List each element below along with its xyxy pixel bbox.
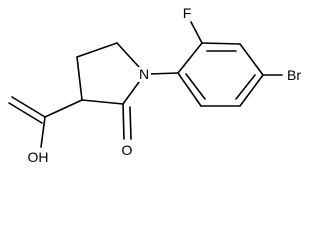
bond-n-aryl [148,72,179,75]
hydroxyl-label: OH [28,149,49,165]
carboxylic-acid-group [8,96,83,148]
nitrogen-atom-label: N [139,66,149,82]
bond-co-double-b [129,106,132,140]
bond-c3-ring [76,56,83,101]
fluorine-atom-label: F [183,5,192,21]
chemical-structure-diagram: N F Br O OH [8,5,302,165]
bond-aryl-c4-c5 [239,74,264,107]
bond-aryl-c2-c3 [201,42,241,45]
atom-labels: N F Br O OH [28,5,302,165]
bond-co-double-a [122,103,125,140]
bond-acid-c-double-o-b [8,102,43,124]
nitrogen-label-bg [137,67,151,82]
pyrrolidinone-ring [76,42,140,105]
bond-ring-top [76,42,118,58]
bond-aryl-c1-c2 [177,42,203,74]
bond-aryl-c3-c4 [239,43,264,76]
bond-acid-c-oh [40,116,46,148]
bromine-atom-label: Br [287,67,301,83]
lactam-carbonyl [122,103,132,140]
fluorobromophenyl-ring [148,21,283,107]
bond-acid-c-double-o-a [11,96,46,118]
bond-aryl-c6-c1 [177,72,202,107]
aromatic-inner-bond-left [185,73,206,100]
carbonyl-oxygen-label: O [122,142,133,158]
bond-aryl-fluorine [190,21,203,44]
bond-carbonyl-carbon-c3 [81,99,124,105]
bond-ring-ch2-n [116,42,140,68]
aromatic-inner-bond-right [235,74,256,100]
bond-c3-acid-carbon [44,99,83,118]
bond-n-carbonyl-carbon [122,81,140,105]
